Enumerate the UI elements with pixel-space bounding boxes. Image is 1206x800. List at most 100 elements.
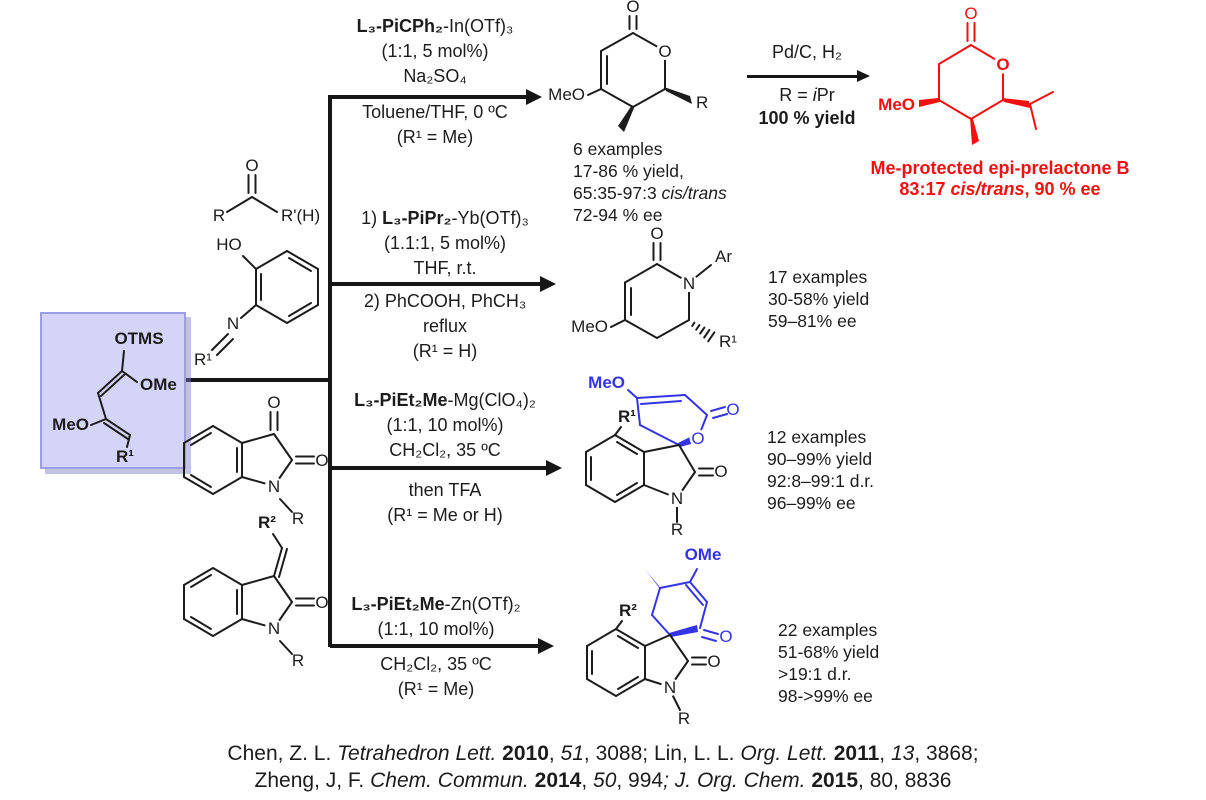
text-segment: , 90 % ee — [1024, 179, 1101, 199]
nitrogen-label: N — [268, 619, 280, 638]
oxygen-label: O — [267, 393, 280, 412]
conditions-line: L₃-PiEt₂Me-Zn(OTf)₂ — [312, 592, 560, 617]
oxygen-label: O — [245, 156, 258, 175]
ar-label: Ar — [715, 247, 732, 266]
r-wedge-bond — [664, 87, 692, 104]
atom-mask — [265, 477, 283, 495]
rprime-label: R'(H) — [281, 206, 320, 225]
results-2: 17 examples 30-58% yield 59–81% ee — [768, 266, 869, 332]
text-segment: cis/trans — [661, 183, 727, 203]
methyl-wedge-bond — [642, 566, 661, 590]
nitrogen-label: N — [227, 314, 239, 333]
oxygen-label: O — [315, 451, 328, 470]
text-segment: Tetrahedron Lett. — [337, 742, 503, 765]
text-segment: Me-protected epi-prelactone B — [870, 158, 1130, 178]
conditions-line: Na₂SO₄ — [310, 64, 560, 89]
text-segment: L₃-PiEt₂Me — [351, 594, 445, 614]
results-line: 12 examples — [767, 426, 874, 448]
text-segment: , — [581, 769, 594, 792]
oxindole-bond-lines — [586, 620, 707, 711]
substrate-alkylidene-structure: R² O N R — [183, 513, 329, 670]
text-segment: cis/trans — [950, 179, 1025, 199]
lactone-red: O O MeO — [878, 4, 1054, 145]
conditions-4-above: L₃-PiEt₂Me-Zn(OTf)₂ (1:1, 10 mol%) — [312, 592, 560, 642]
text-segment: , 3868; — [914, 742, 979, 765]
text-segment: 22 examples — [778, 620, 878, 640]
product-1-structure: O O MeO R — [548, 0, 708, 132]
text-segment: -Mg(ClO₄)₂ — [447, 390, 536, 410]
reaction-arrow-1 — [330, 95, 528, 99]
conditions-2-above: 1) L₃-PiPr₂-Yb(OTf)₃ (1.1:1, 5 mol%) THF… — [320, 206, 570, 281]
r1-label: R¹ — [194, 350, 212, 369]
ho-label: HO — [216, 235, 242, 254]
results-line: 90–99% yield — [767, 448, 874, 470]
diene-structure: OTMS OMe MeO R¹ — [52, 329, 177, 466]
text-segment: 17-86 % yield, — [573, 161, 684, 181]
conditions-line: (1:1, 5 mol%) — [310, 39, 560, 64]
final-product-caption: Me-protected epi-prelactone B 83:17 cis/… — [797, 158, 1203, 200]
results-line: 98->99% ee — [778, 685, 879, 707]
text-segment: CH₂Cl₂, 35 ºC — [380, 654, 492, 674]
caption-line: 83:17 cis/trans, 90 % ee — [797, 179, 1203, 200]
text-segment: 96–99% ee — [767, 493, 856, 513]
conditions-line: (R¹ = Me) — [312, 677, 560, 702]
r-label: R — [671, 520, 683, 539]
conditions-line: reflux — [320, 314, 570, 339]
text-segment: 72-94 % ee — [573, 205, 663, 225]
text-segment: 2) PhCOOH, PhCH₃ — [363, 291, 527, 311]
r2-label: R² — [258, 513, 276, 532]
substrate-ketone-structure: O R R'(H) — [213, 156, 320, 225]
text-segment: -Zn(OTf)₂ — [444, 594, 521, 614]
conditions-line: then TFA — [320, 478, 570, 503]
ring-oxygen-label: O — [658, 42, 671, 61]
conditions-line: (1:1, 10 mol%) — [320, 413, 570, 438]
text-segment: L₃-PiCPh₂ — [356, 16, 443, 36]
conditions-3-below: then TFA (R¹ = Me or H) — [320, 478, 570, 528]
text-segment: , — [879, 742, 891, 765]
conditions-4-below: CH₂Cl₂, 35 ºC (R¹ = Me) — [312, 652, 560, 702]
text-segment: 6 examples — [573, 139, 663, 159]
text-segment: 2014 — [534, 769, 582, 792]
results-1: 6 examples 17-86 % yield, 65:35-97:3 cis… — [573, 138, 727, 226]
diene-highlight-box: OTMS OMe MeO R¹ — [40, 312, 186, 469]
conditions-line: CH₂Cl₂, 35 ºC — [320, 438, 570, 463]
text-segment: -In(OTf)₃ — [443, 16, 514, 36]
oxygen-label: O — [650, 224, 663, 243]
substrate-isatin-structure: O O N R — [183, 393, 329, 528]
conditions-line: 100 % yield — [737, 107, 877, 130]
bond-lines — [610, 242, 716, 343]
text-segment: Na₂SO₄ — [403, 66, 467, 86]
text-segment: 2015 — [811, 769, 859, 792]
conditions-line: (1.1:1, 5 mol%) — [320, 231, 570, 256]
meo-label: MeO — [571, 317, 608, 336]
hydrogenation-arrow — [747, 75, 859, 78]
meo-label: MeO — [52, 415, 89, 434]
text-segment: 83:17 — [899, 179, 951, 199]
results-line: 59–81% ee — [768, 310, 869, 332]
substrate-imine-structure: HO N R¹ — [194, 235, 319, 369]
text-segment: , 3088; Lin, L. L. — [583, 742, 741, 765]
spiro-carbonyl-wedge — [669, 625, 698, 637]
text-segment: (1:1, 10 mol%) — [386, 415, 504, 435]
nitrogen-label: N — [664, 678, 676, 697]
results-line: 22 examples — [778, 619, 879, 641]
arrowhead-2-icon — [540, 276, 556, 292]
citation-line: Chen, Z. L. Tetrahedron Lett. 2010, 51, … — [0, 740, 1206, 767]
pyranone-ring-blue: MeO O O — [588, 373, 739, 448]
text-segment: Pd/C, H₂ — [771, 42, 842, 62]
conditions-line: L₃-PiCPh₂-In(OTf)₃ — [310, 14, 560, 39]
hydrogenation-above: Pd/C, H₂ — [737, 40, 877, 65]
r-label: R — [292, 651, 304, 670]
r-label: R — [292, 509, 304, 528]
text-segment: 98->99% ee — [778, 686, 873, 706]
text-segment: i — [812, 85, 817, 105]
results-line: 51-68% yield — [778, 641, 879, 663]
results-4: 22 examples 51-68% yield >19:1 d.r. 98->… — [778, 619, 879, 707]
bond-lines — [211, 250, 319, 356]
conditions-line: (R¹ = H) — [320, 339, 570, 364]
r1-label: R¹ — [116, 447, 134, 466]
text-segment: reflux — [422, 316, 467, 336]
meo-label: MeO — [548, 85, 585, 104]
text-segment: 17 examples — [768, 267, 868, 287]
methyl-wedge-bond — [970, 117, 979, 145]
